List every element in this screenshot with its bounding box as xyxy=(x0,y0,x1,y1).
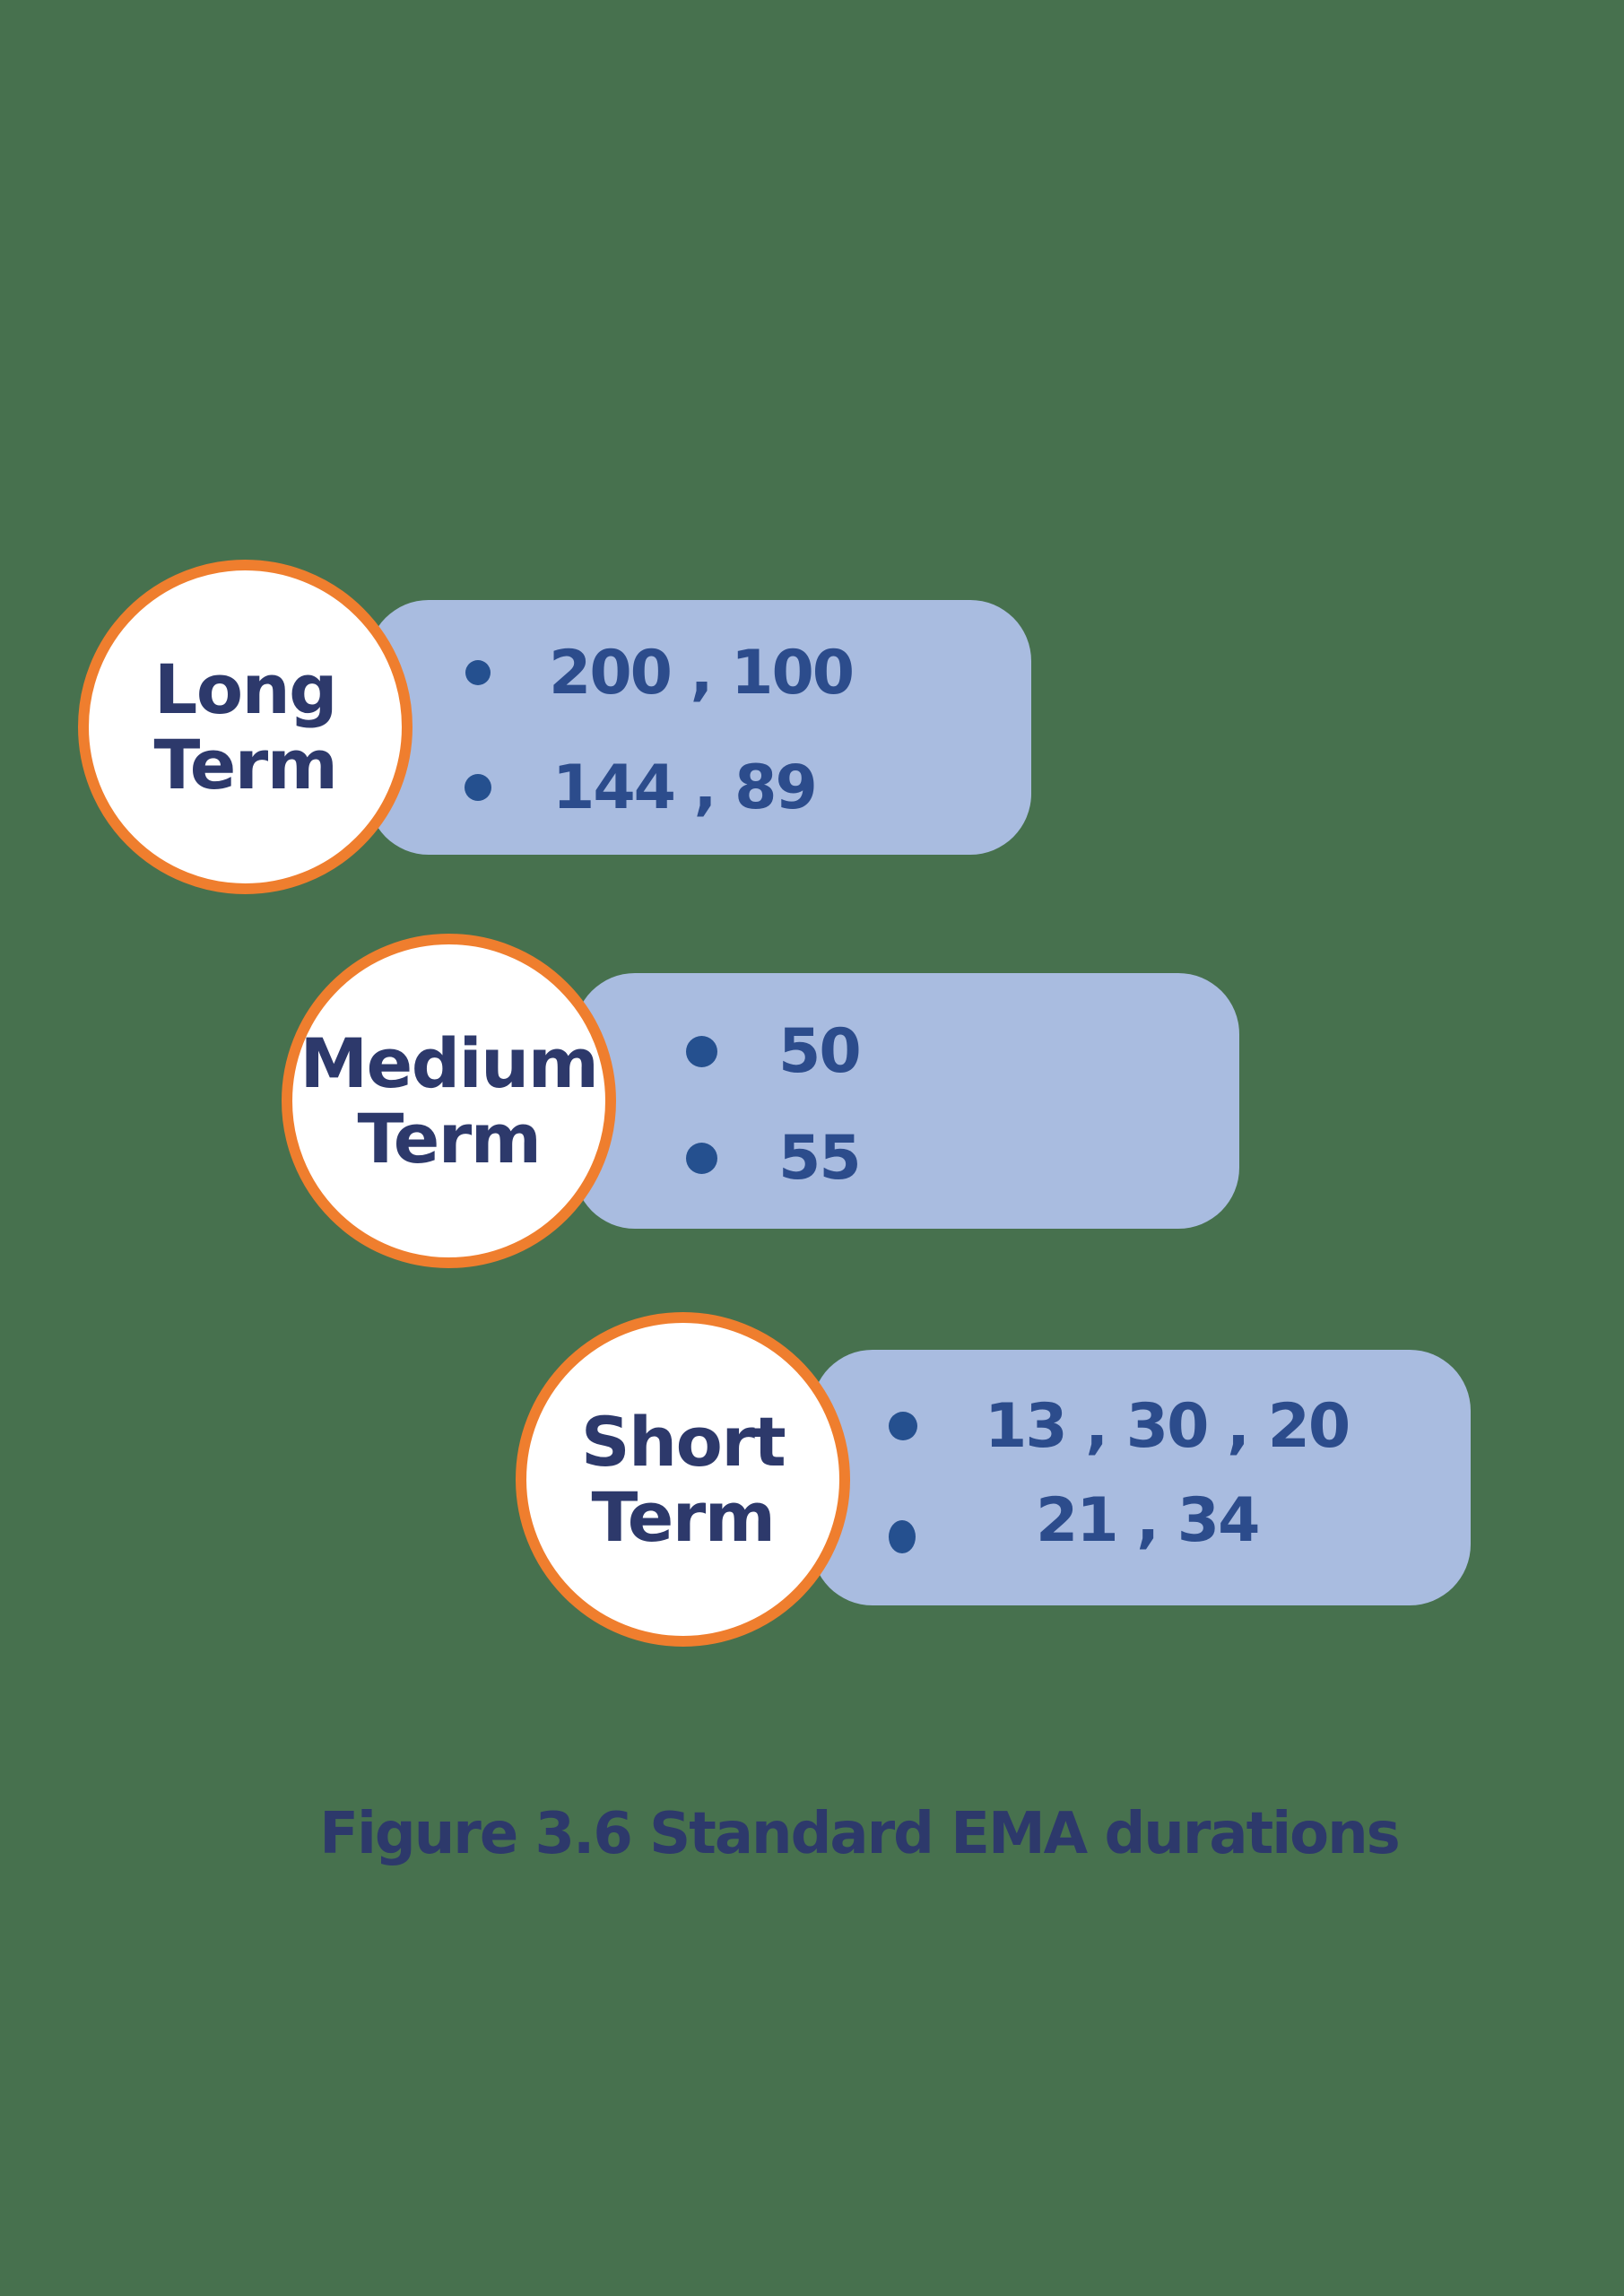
figure-caption: Figure 3.6 Standard EMA durations xyxy=(319,1801,1401,1867)
bullet-icon xyxy=(889,1412,917,1440)
bullet-icon xyxy=(686,1035,717,1067)
short-term-label: Short Term xyxy=(580,1401,786,1557)
medium-term-label-line2: Term xyxy=(357,1098,542,1178)
short-term-item-2-value: 21 , 34 xyxy=(1036,1484,1260,1556)
short-term-item-1: 13 , 30 , 20 xyxy=(889,1390,1350,1462)
long-term-label-line2: Term xyxy=(153,724,338,804)
long-term-item-1: 200 , 100 xyxy=(465,637,855,709)
medium-term-item-1: 50 xyxy=(686,1015,862,1087)
bullet-icon xyxy=(465,660,491,685)
long-term-pill: 200 , 100 144 , 89 xyxy=(368,600,1031,855)
long-term-item-2-value: 144 , 89 xyxy=(552,752,818,823)
medium-term-circle: Medium Term xyxy=(282,934,616,1268)
long-term-item-2: 144 , 89 xyxy=(465,752,818,823)
short-term-label-line2: Term xyxy=(591,1476,776,1557)
medium-term-item-2-value: 55 xyxy=(778,1122,862,1194)
bullet-icon xyxy=(465,774,491,801)
medium-term-label-line1: Medium xyxy=(300,1022,599,1103)
short-term-item-2: 21 , 34 xyxy=(889,1484,1260,1556)
long-term-label: Long Term xyxy=(153,648,338,804)
long-term-label-line1: Long xyxy=(153,648,338,729)
short-term-circle: Short Term xyxy=(516,1312,850,1647)
medium-term-item-2: 55 xyxy=(686,1122,862,1194)
long-term-item-1-value: 200 , 100 xyxy=(549,637,855,709)
medium-term-item-1-value: 50 xyxy=(778,1015,862,1087)
short-term-pill: 13 , 30 , 20 21 , 34 xyxy=(812,1350,1471,1605)
bullet-icon xyxy=(889,1519,916,1553)
long-term-circle: Long Term xyxy=(78,560,413,894)
medium-term-label: Medium Term xyxy=(300,1022,599,1178)
short-term-item-1-value: 13 , 30 , 20 xyxy=(985,1390,1350,1462)
short-term-label-line1: Short xyxy=(580,1401,786,1482)
bullet-icon xyxy=(686,1142,717,1174)
medium-term-pill: 50 55 xyxy=(574,973,1239,1229)
